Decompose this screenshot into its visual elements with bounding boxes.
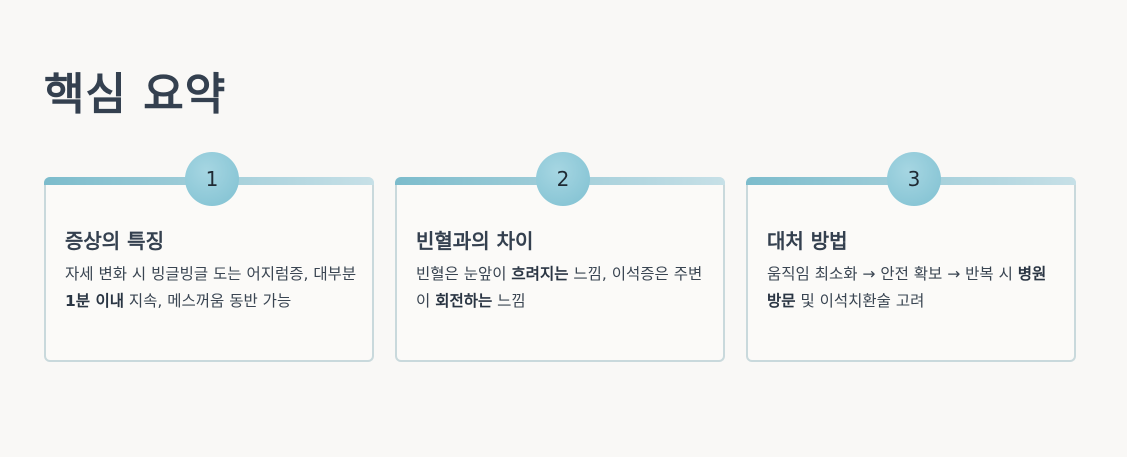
card-title: 증상의 특징 — [65, 229, 164, 253]
card-description: 자세 변화 시 빙글빙글 도는 어지럼증, 대부분 1분 이내 지속, 메스꺼움… — [65, 261, 361, 315]
emphasis-text: 병원 방문 — [767, 265, 1047, 310]
step-number-badge: 1 — [185, 152, 239, 206]
summary-cards: 1 증상의 특징 자세 변화 시 빙글빙글 도는 어지럼증, 대부분 1분 이내… — [44, 152, 1079, 364]
summary-card-symptoms: 1 증상의 특징 자세 변화 시 빙글빙글 도는 어지럼증, 대부분 1분 이내… — [44, 152, 374, 362]
body-text: 움직임 최소화 → 안전 확보 → 반복 시 — [767, 265, 1018, 283]
page-title: 핵심 요약 — [44, 69, 227, 120]
summary-card-coping-method: 3 대처 방법 움직임 최소화 → 안전 확보 → 반복 시 병원 방문 및 이… — [746, 152, 1076, 362]
step-number-badge: 3 — [887, 152, 941, 206]
emphasis-text: 1분 이내 — [65, 292, 124, 310]
body-text: 지속, 메스꺼움 동반 가능 — [123, 292, 292, 310]
card-description: 움직임 최소화 → 안전 확보 → 반복 시 병원 방문 및 이석치환술 고려 — [767, 261, 1063, 315]
summary-card-anemia-difference: 2 빈혈과의 차이 빈혈은 눈앞이 흐려지는 느낌, 이석증은 주변이 회전하는… — [395, 152, 725, 362]
body-text: 빈혈은 눈앞이 — [416, 265, 512, 283]
body-text: 자세 변화 시 빙글빙글 도는 어지럼증, 대부분 — [65, 265, 357, 283]
emphasis-text: 흐려지는 — [511, 265, 569, 283]
card-description: 빈혈은 눈앞이 흐려지는 느낌, 이석증은 주변이 회전하는 느낌 — [416, 261, 712, 315]
card-title: 빈혈과의 차이 — [416, 229, 534, 253]
step-number-badge: 2 — [536, 152, 590, 206]
body-text: 느낌 — [492, 292, 526, 310]
card-title: 대처 방법 — [767, 229, 848, 253]
body-text: 및 이석치환술 고려 — [795, 292, 925, 310]
body-text: 느낌, 이석증은 주변이 — [416, 265, 703, 310]
emphasis-text: 회전하는 — [435, 292, 493, 310]
